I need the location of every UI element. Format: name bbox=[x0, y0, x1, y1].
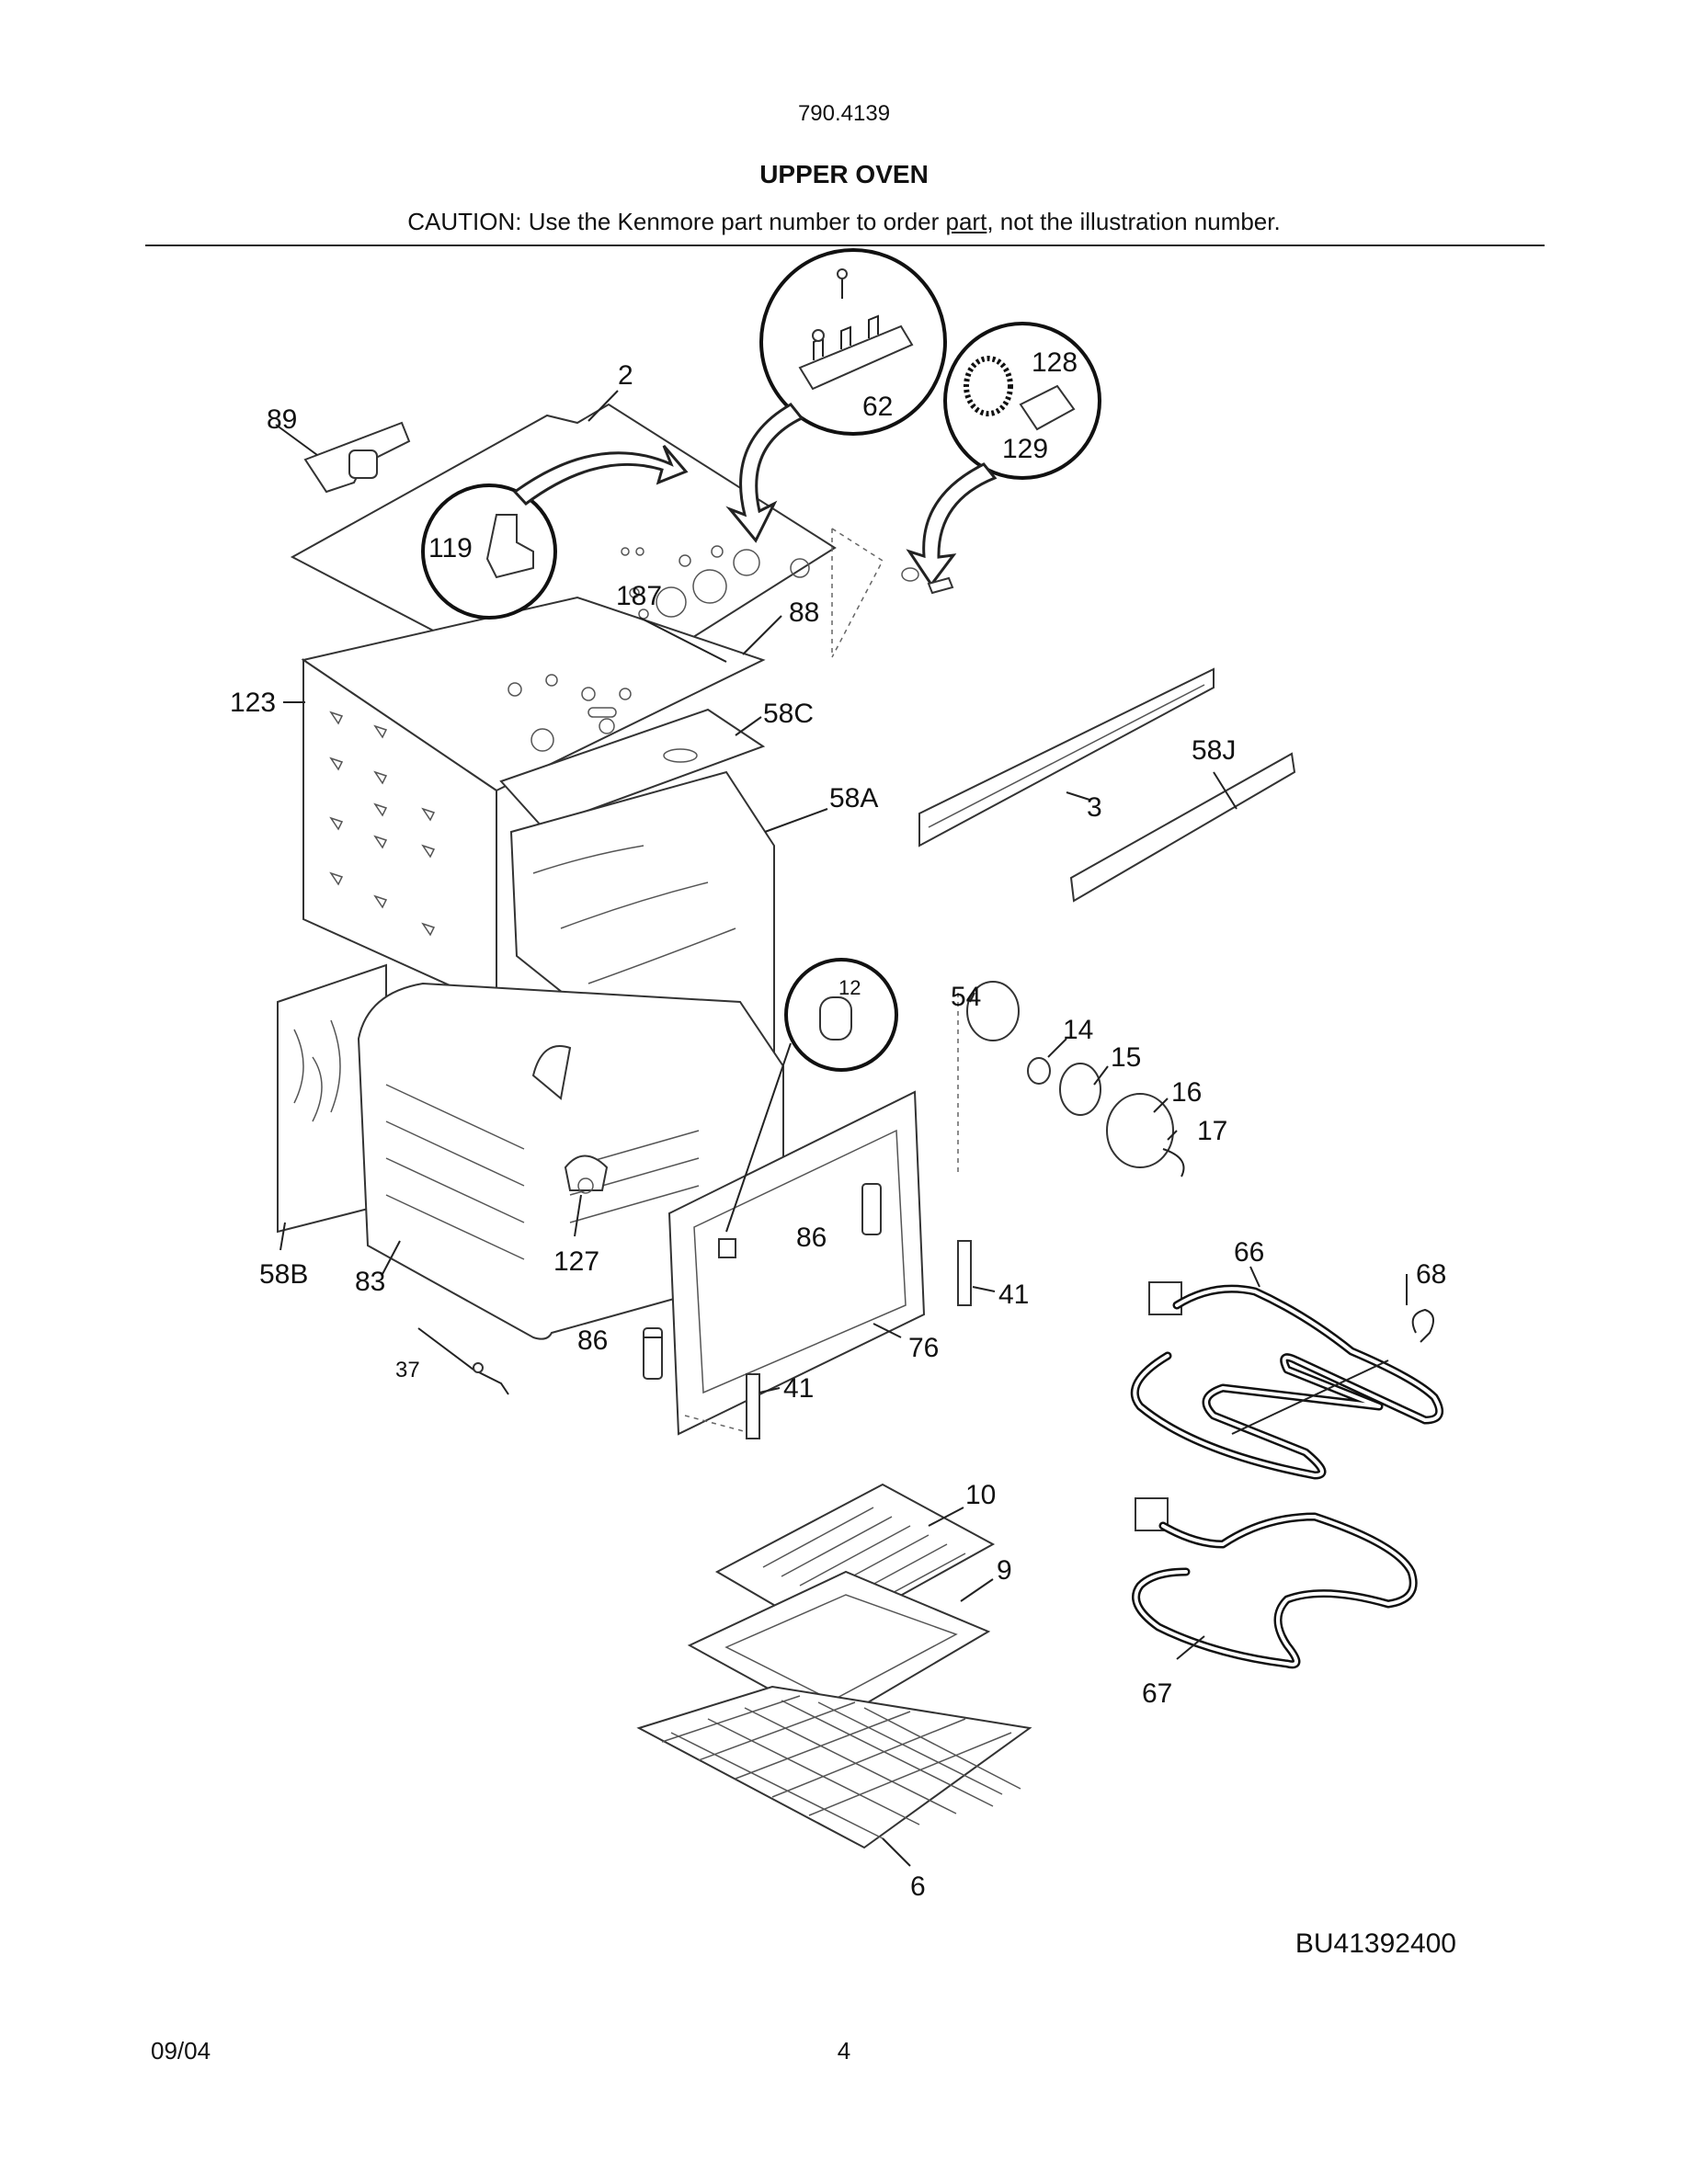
footer-date: 09/04 bbox=[151, 2037, 211, 2065]
broil-element-66 bbox=[1130, 1281, 1444, 1480]
callout-54: 54 bbox=[951, 982, 981, 1012]
callout-62: 62 bbox=[862, 392, 893, 422]
shield-58c bbox=[499, 708, 766, 829]
detail-circle-62 bbox=[725, 248, 947, 543]
callout-41-upper: 41 bbox=[998, 1280, 1029, 1310]
page-number: 4 bbox=[837, 2037, 851, 2065]
callout-10: 10 bbox=[965, 1480, 996, 1510]
callout-58j: 58J bbox=[1192, 735, 1236, 766]
page-title: UPPER OVEN bbox=[759, 160, 929, 188]
callout-37: 37 bbox=[395, 1358, 420, 1382]
caution-underlined-word: part bbox=[945, 208, 987, 235]
callout-86-upper: 86 bbox=[796, 1223, 827, 1253]
callout-17: 17 bbox=[1197, 1116, 1227, 1146]
exploded-parts-diagram: 2 89 62 128 129 119 187 88 123 58C 58J 5… bbox=[230, 248, 1446, 1902]
callout-66: 66 bbox=[1234, 1237, 1264, 1268]
caution-note: CAUTION: Use the Kenmore part number to … bbox=[0, 208, 1688, 236]
clip-68 bbox=[1411, 1308, 1434, 1343]
callout-3: 3 bbox=[1087, 792, 1102, 823]
callout-187: 187 bbox=[616, 581, 662, 611]
callout-14: 14 bbox=[1063, 1015, 1093, 1045]
caution-text-end: , not the illustration number. bbox=[987, 208, 1281, 235]
callout-128: 128 bbox=[1032, 347, 1078, 378]
callout-12: 12 bbox=[838, 976, 861, 999]
bake-element-67 bbox=[1132, 1497, 1418, 1669]
strip-58j bbox=[1069, 752, 1296, 903]
header-divider bbox=[145, 245, 1545, 246]
callout-15: 15 bbox=[1111, 1042, 1141, 1073]
callout-123: 123 bbox=[230, 688, 276, 718]
thermostat-127 bbox=[564, 1155, 609, 1194]
callout-129: 129 bbox=[1002, 434, 1048, 464]
bracket-89 bbox=[303, 421, 411, 494]
callout-88: 88 bbox=[789, 597, 819, 628]
hinge-86-lower bbox=[643, 1327, 663, 1380]
wire-37 bbox=[417, 1327, 509, 1395]
callout-68: 68 bbox=[1416, 1259, 1446, 1290]
callout-67: 67 bbox=[1142, 1678, 1172, 1709]
leader-lines bbox=[275, 390, 1408, 1867]
model-number: 790.4139 bbox=[797, 101, 891, 126]
callout-58c: 58C bbox=[763, 699, 814, 729]
callout-6: 6 bbox=[910, 1871, 926, 1902]
diagram-code: BU41392400 bbox=[1295, 1928, 1456, 1959]
detail-circle-119 bbox=[421, 445, 689, 620]
detail-circle-128-129 bbox=[906, 322, 1101, 587]
callout-58b: 58B bbox=[259, 1259, 308, 1290]
door-frame-76 bbox=[667, 1090, 926, 1436]
callout-89: 89 bbox=[267, 404, 297, 435]
callout-16: 16 bbox=[1171, 1077, 1202, 1108]
detail-circle-12 bbox=[718, 958, 898, 1258]
callout-58a: 58A bbox=[829, 783, 878, 813]
callout-2: 2 bbox=[618, 360, 633, 391]
caution-text: CAUTION: Use the Kenmore part number to … bbox=[407, 208, 946, 235]
callout-41-lower: 41 bbox=[783, 1373, 814, 1404]
callout-119: 119 bbox=[428, 533, 473, 563]
callout-127: 127 bbox=[553, 1246, 599, 1277]
light-assembly bbox=[957, 981, 1185, 1177]
callout-86-lower: 86 bbox=[577, 1325, 608, 1356]
oven-rack-6 bbox=[636, 1685, 1032, 1849]
gasket-41-upper bbox=[957, 1240, 972, 1306]
rail-3 bbox=[918, 667, 1215, 847]
spring-and-pin bbox=[901, 567, 954, 595]
callout-76: 76 bbox=[908, 1333, 939, 1363]
gasket-41-lower bbox=[746, 1373, 760, 1439]
hinge-86-upper bbox=[861, 1183, 882, 1235]
callout-9: 9 bbox=[997, 1555, 1012, 1586]
broil-pan-insert-10 bbox=[714, 1483, 996, 1638]
callout-83: 83 bbox=[355, 1267, 385, 1297]
